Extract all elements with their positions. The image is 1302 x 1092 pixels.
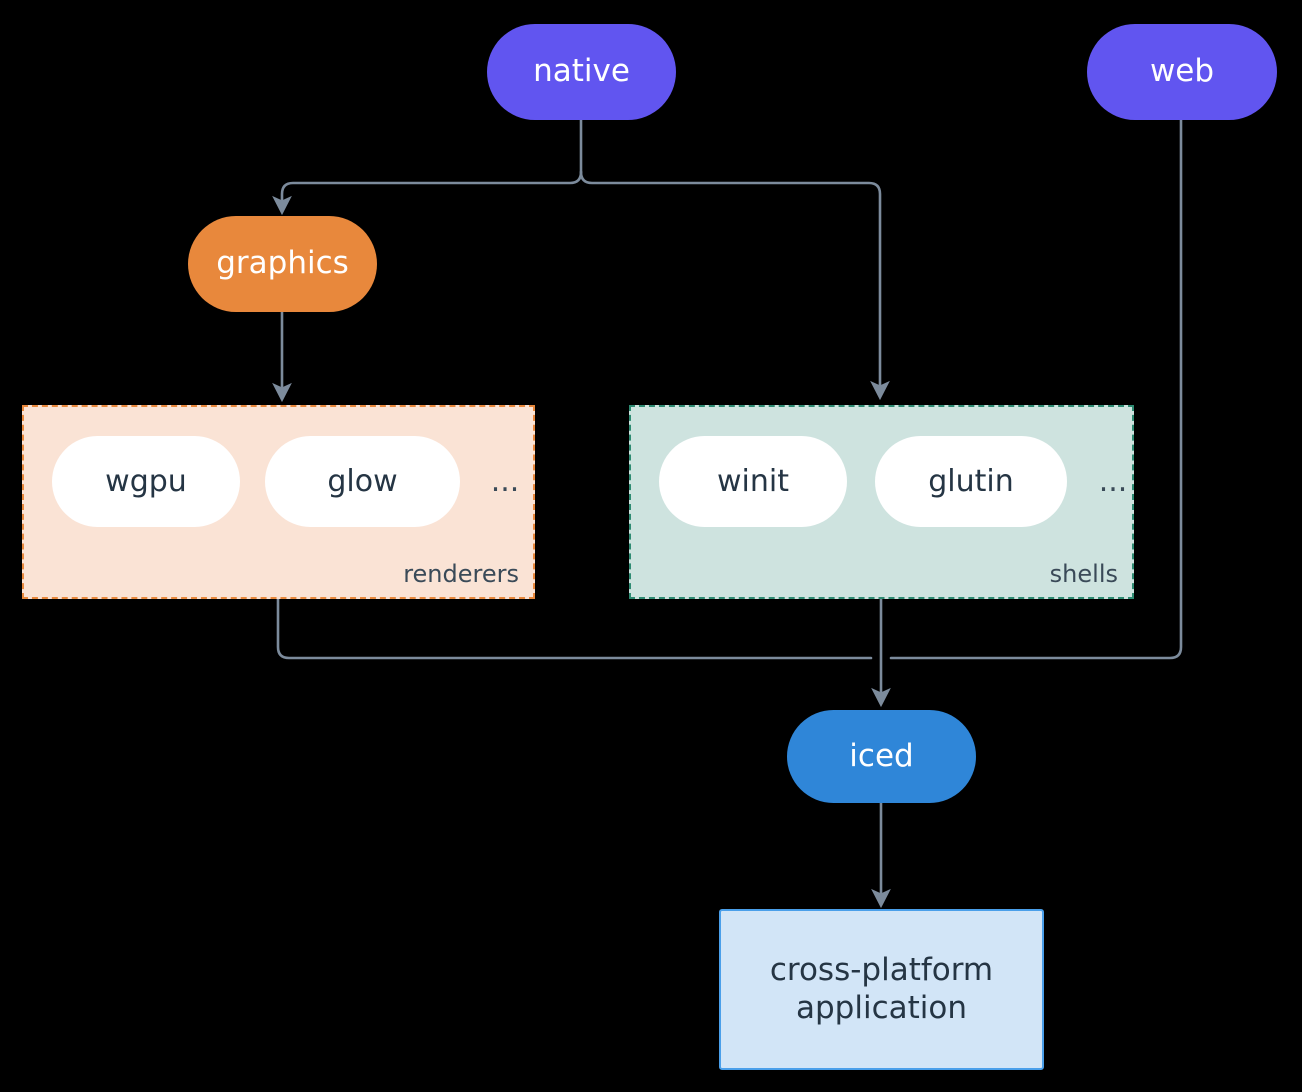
node-winit-label: winit [717, 464, 789, 499]
node-graphics-label: graphics [216, 245, 349, 282]
edge-native-shells [579, 170, 890, 401]
application-label-line2: application [796, 989, 967, 1026]
node-cross-platform-application[interactable]: cross-platform application [719, 909, 1044, 1070]
edge-renderers-iced [276, 597, 873, 660]
node-glow[interactable]: glow [265, 436, 460, 527]
group-renderers[interactable]: wgpu glow ... renderers [22, 405, 535, 599]
group-renderers-label: renderers [403, 560, 519, 588]
node-iced[interactable]: iced [787, 710, 976, 803]
node-glutin-label: glutin [928, 464, 1014, 499]
node-wgpu-label: wgpu [105, 464, 187, 499]
node-glutin[interactable]: glutin [875, 436, 1067, 527]
node-web-label: web [1149, 53, 1215, 90]
group-shells-label: shells [1049, 560, 1118, 588]
node-graphics[interactable]: graphics [188, 216, 377, 312]
node-wgpu[interactable]: wgpu [52, 436, 240, 527]
node-winit[interactable]: winit [659, 436, 847, 527]
node-iced-label: iced [849, 737, 914, 774]
node-web[interactable]: web [1087, 24, 1277, 120]
node-glow-label: glow [327, 464, 398, 499]
group-shells[interactable]: winit glutin ... shells [629, 405, 1134, 599]
shells-ellipsis: ... [1098, 464, 1128, 499]
node-native[interactable]: native [487, 24, 676, 120]
application-label-line1: cross-platform [769, 951, 994, 988]
renderers-ellipsis: ... [490, 464, 520, 499]
node-native-label: native [533, 53, 630, 90]
edge-native-graphics [272, 170, 583, 216]
